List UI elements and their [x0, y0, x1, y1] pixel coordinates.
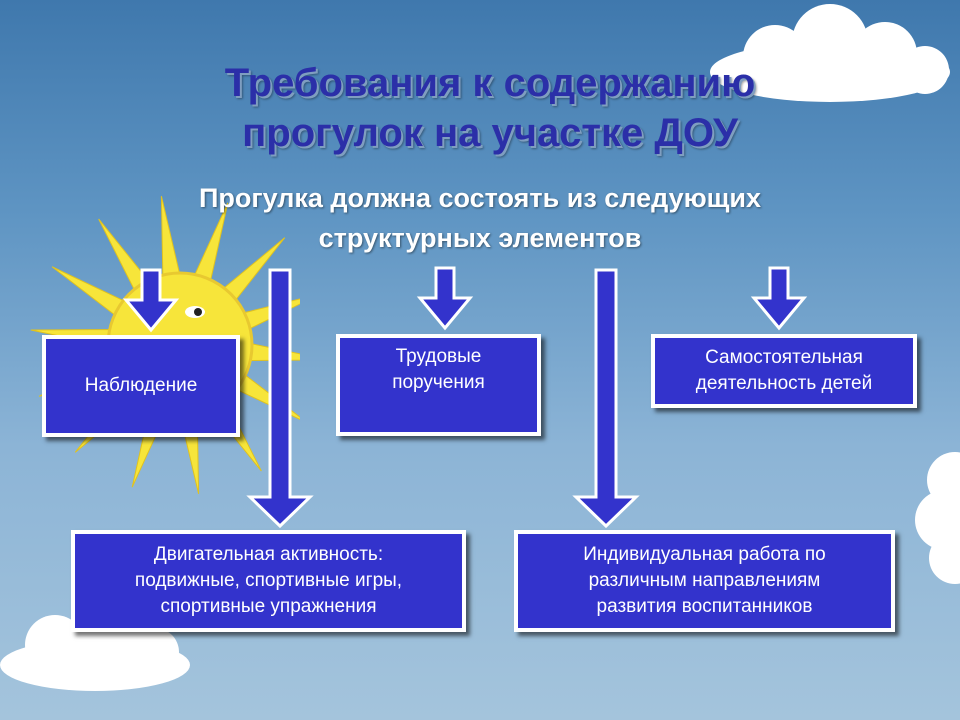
box-labor-assignments: Трудовые поручения: [336, 334, 541, 436]
cloud-icon: [915, 452, 960, 584]
box-observation: Наблюдение: [42, 335, 240, 437]
arrow-down-icon: [750, 266, 808, 331]
slide-subtitle: Прогулка должна состоять из следующих ст…: [198, 183, 762, 253]
arrow-down-icon: [246, 268, 314, 529]
arrow-down-icon: [416, 266, 474, 331]
arrow-down-icon: [572, 268, 640, 529]
box-motor-activity: Двигательная активность: подвижные, спор…: [71, 530, 466, 632]
arrow-down-icon: [122, 268, 180, 333]
slide-title: Требования к содержанию прогулок на учас…: [224, 61, 756, 155]
box-individual-work: Индивидуальная работа по различным напра…: [514, 530, 895, 632]
cloud-icon: [710, 4, 950, 102]
box-independent-activity: Самостоятельная деятельность детей: [651, 334, 917, 408]
